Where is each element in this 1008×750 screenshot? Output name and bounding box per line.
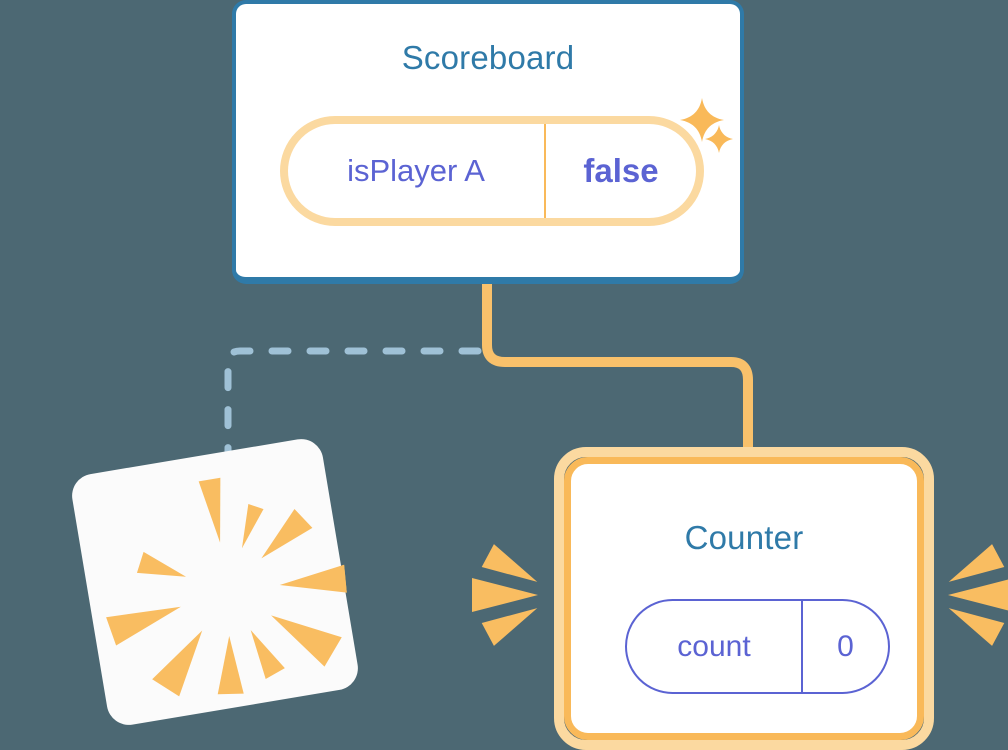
ray-burst-counter-right bbox=[930, 500, 1008, 690]
pill-glow-halo bbox=[280, 116, 704, 226]
sparkle-icon-small bbox=[704, 124, 734, 154]
scoreboard-card-title: Scoreboard bbox=[401, 39, 575, 76]
counter-state-key: count bbox=[627, 601, 803, 692]
sparkle-icon-large bbox=[678, 96, 726, 144]
scoreboard-state-pill[interactable]: isPlayer A false bbox=[280, 116, 704, 226]
tilted-blank-card[interactable] bbox=[68, 435, 362, 729]
counter-state-pill[interactable]: count 0 bbox=[625, 599, 890, 694]
counter-card-title: Counter bbox=[684, 519, 804, 556]
counter-state-value: 0 bbox=[837, 629, 854, 663]
connector-scoreboard-to-counter bbox=[482, 284, 753, 470]
counter-card[interactable]: Counter count 0 bbox=[554, 447, 934, 750]
ray-burst-counter-left bbox=[466, 500, 556, 690]
scoreboard-state-value: false bbox=[583, 152, 659, 189]
scoreboard-card[interactable]: Scoreboard isPlayer A false bbox=[232, 0, 744, 284]
scoreboard-state-key: isPlayer A bbox=[288, 124, 546, 218]
